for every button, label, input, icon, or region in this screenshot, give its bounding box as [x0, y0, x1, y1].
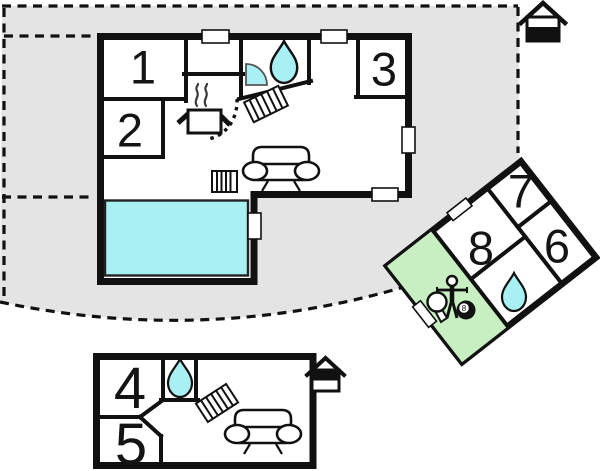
annex-door-opening-top: [445, 196, 474, 222]
house-icon-ground-floor: [517, 0, 569, 43]
radiator-icon-guest: [194, 382, 240, 424]
annex-door-opening-left: [411, 299, 438, 329]
door-swing-arc: [206, 98, 239, 141]
table-tennis-paddle-icon: [426, 291, 449, 324]
room-label-8: 8: [467, 221, 495, 275]
water-drop-icon-guest: [166, 356, 194, 399]
window-opening-pool: [247, 212, 262, 240]
billiard-ball-icon: 8: [456, 300, 476, 320]
window-opening-bottom: [371, 187, 399, 202]
room-label-7: 7: [507, 164, 535, 218]
water-drop-icon-main: [269, 38, 299, 85]
room-label-4: 4: [113, 356, 147, 421]
plot-boundary-curve: [0, 285, 405, 322]
water-drop-icon-annex: [500, 270, 528, 313]
annex-inner-walls: [429, 185, 565, 330]
shower-icon: [245, 63, 268, 86]
guest-inner-walls: [94, 354, 200, 468]
house-icon-upper-floor: [304, 355, 347, 393]
annex-activity-room: [387, 230, 508, 363]
main-openings: [201, 29, 416, 240]
room-label-6: 6: [543, 219, 571, 273]
sofa-icon-main: [241, 145, 321, 192]
sofa-icon-guest: [223, 408, 303, 455]
radiator-icon-living: [211, 170, 238, 193]
annex-wall-7-6: [515, 197, 555, 231]
radiator-icon-bath: [242, 84, 290, 124]
room-label-1: 1: [129, 40, 157, 94]
window-opening-top: [320, 29, 348, 44]
wall-diag-room4: [137, 397, 166, 420]
window-opening-right: [401, 126, 416, 154]
billiard-ball-number: 8: [462, 304, 467, 313]
wall-diag-room5: [137, 414, 164, 439]
room-label-5: 5: [114, 412, 148, 471]
plot-boundary-dashed: [0, 4, 520, 322]
room-label-3: 3: [370, 42, 398, 96]
steam-icon: [194, 82, 209, 108]
annex-wall-8-bath: [468, 233, 529, 282]
swimming-pool: [103, 199, 250, 277]
room-label-2: 2: [116, 103, 144, 157]
kitchen-pot-icon: [176, 108, 232, 135]
door-opening-entrance: [201, 29, 230, 44]
